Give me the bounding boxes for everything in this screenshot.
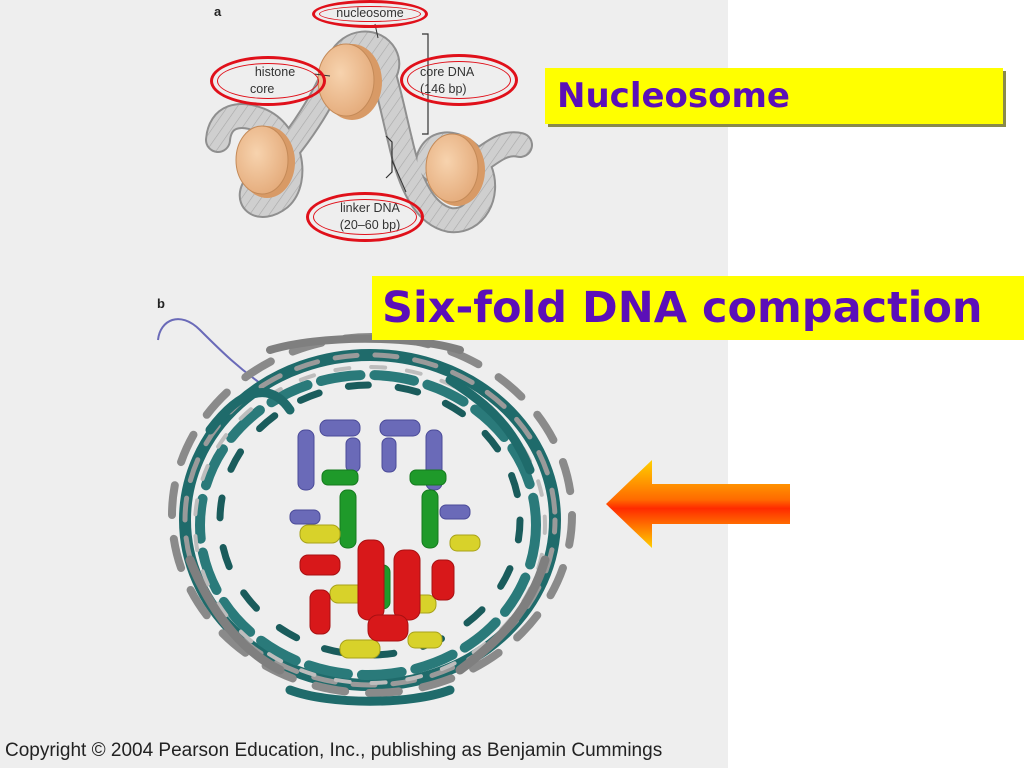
panel-b-letter: b [157,296,165,311]
panel-a-letter: a [214,4,222,19]
callout-nucleosome [312,0,428,28]
linker-dna-bracket [385,135,393,179]
left-arrow-icon [606,460,790,548]
nucleosome-schematic [205,23,533,234]
histone-tail [157,318,271,391]
slide-subtitle: Six-fold DNA compaction [372,276,1024,340]
figure-panel: a [0,0,728,768]
histone-helices [289,419,481,659]
histone-h2a-red [299,539,455,642]
histone-h2b-yellow [299,524,481,659]
nucleosome-crystal-structure [157,318,576,706]
callout-histone-core [210,56,326,106]
callout-core-dna [400,54,518,106]
histone-disc-right [425,133,485,206]
callout-linker-dna [306,192,424,242]
linker-leader-line [391,159,407,193]
histone-disc-top [317,43,382,120]
histone-disc-left [235,125,295,198]
slide-title: Nucleosome [545,68,1003,124]
copyright-text: Copyright © 2004 Pearson Education, Inc.… [5,740,663,761]
